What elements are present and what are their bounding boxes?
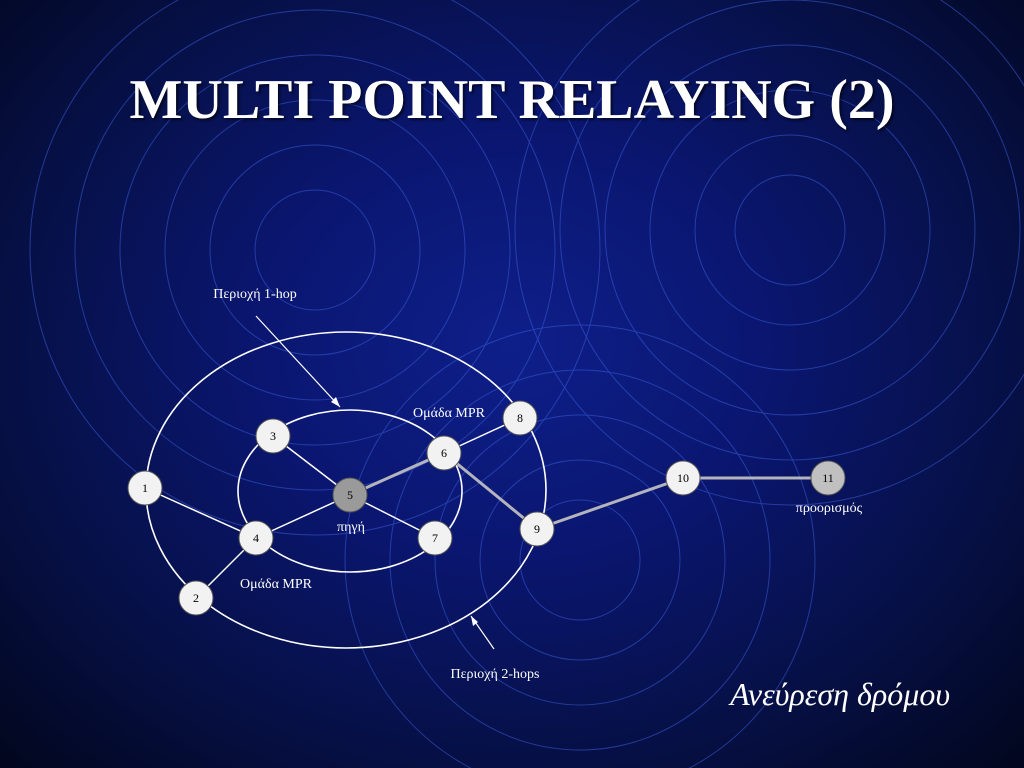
node-circle-10	[665, 460, 701, 496]
footer-caption: Ανεύρεση δρόμου	[730, 676, 950, 712]
node-8: 8	[502, 400, 538, 436]
node-label-2: 2	[193, 591, 199, 605]
node-1: 1	[127, 470, 163, 506]
one-hop-region-label: Περιοχή 1-hop	[213, 287, 296, 302]
node-circle-2	[178, 580, 214, 616]
node-11: 11	[810, 460, 846, 496]
one-hop-arrowhead	[331, 397, 340, 407]
mpr-group-label-bottom: Ομάδα MPR	[240, 577, 313, 592]
node-2: 2	[178, 580, 214, 616]
node-4: 4	[238, 520, 274, 556]
node-6: 6	[426, 435, 462, 471]
node-circle-3	[255, 418, 291, 454]
node-label-6: 6	[441, 446, 447, 460]
node-circle-9	[519, 511, 555, 547]
node-label-9: 9	[534, 522, 540, 536]
node-7: 7	[417, 520, 453, 556]
node-5: 5	[332, 477, 368, 513]
node-9: 9	[519, 511, 555, 547]
node-label-1: 1	[142, 481, 148, 495]
destination-label: προορισμός	[796, 501, 863, 516]
node-label-8: 8	[517, 411, 523, 425]
node-layer: 1 2 3 4 5 6 7 8 9 10 11	[127, 400, 846, 616]
two-hop-arrowhead	[471, 616, 478, 626]
node-circle-8	[502, 400, 538, 436]
two-hop-region-label: Περιοχή 2-hops	[451, 667, 540, 682]
node-circle-4	[238, 520, 274, 556]
node-label-4: 4	[253, 531, 259, 545]
node-label-10: 10	[677, 471, 689, 485]
edge-9-10-route	[536, 476, 684, 531]
node-circle-5	[332, 477, 368, 513]
one-hop-region-boundary	[237, 409, 463, 573]
edge-6-9-route	[443, 451, 538, 531]
node-label-11: 11	[822, 471, 834, 485]
node-circle-7	[417, 520, 453, 556]
page-title: MULTI POINT RELAYING (2)	[129, 69, 895, 131]
node-circle-11	[810, 460, 846, 496]
node-label-3: 3	[270, 429, 276, 443]
node-circle-1	[127, 470, 163, 506]
node-label-7: 7	[432, 531, 438, 545]
node-label-5: 5	[347, 488, 353, 502]
node-3: 3	[255, 418, 291, 454]
edge-layer	[144, 417, 828, 599]
edge-1-4	[144, 487, 257, 539]
node-circle-6	[426, 435, 462, 471]
mpr-group-label-top: Ομάδα MPR	[413, 406, 486, 421]
one-hop-pointer-arrow	[255, 315, 341, 408]
source-label: πηγή	[337, 520, 365, 535]
node-10: 10	[665, 460, 701, 496]
